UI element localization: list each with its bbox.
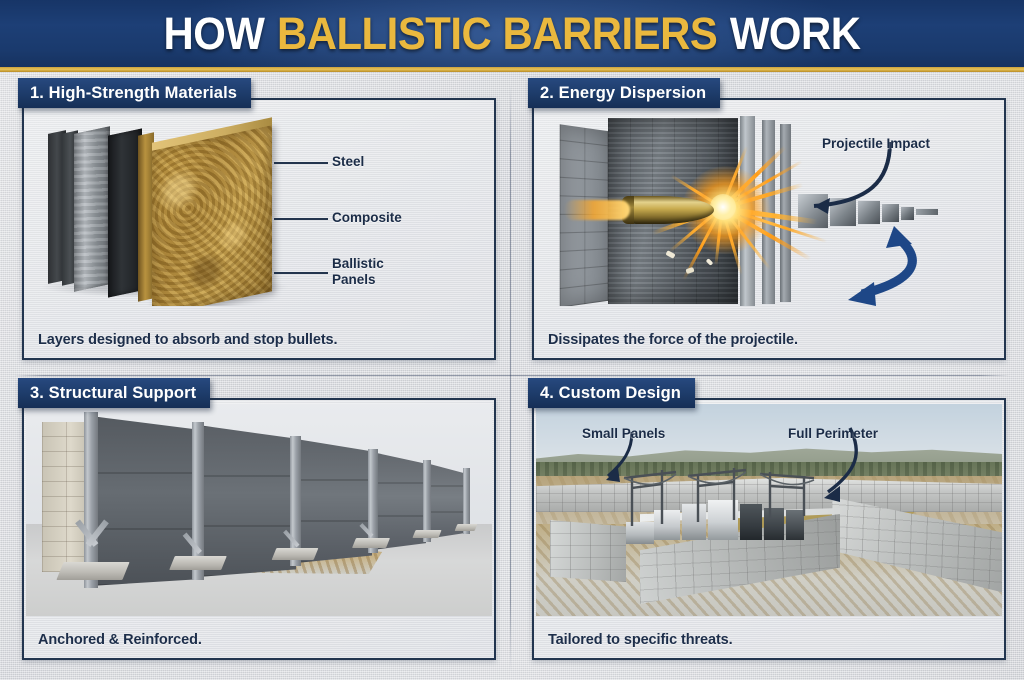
bullet-tip-flame — [564, 200, 630, 220]
header-glow — [162, 0, 862, 72]
impact-core-hot — [710, 194, 736, 220]
panel-1-tab-label: 1. High-Strength Materials — [18, 78, 252, 108]
leader-composite — [274, 218, 328, 220]
page-title: HOW BALLISTIC BARRIERS WORK — [36, 0, 988, 68]
panel-high-strength-materials[interactable]: 1. High-Strength Materials — [18, 78, 496, 360]
horizontal-divider — [14, 375, 1010, 376]
panel-2-tab-label: 2. Energy Dispersion — [528, 78, 721, 108]
footing-5 — [412, 530, 442, 538]
substation-cabinet-1 — [654, 510, 680, 540]
substation-cabinet-6 — [786, 510, 804, 540]
panel-grid: 1. High-Strength Materials — [0, 76, 1024, 680]
energy-block-5 — [901, 207, 914, 220]
energy-block-3 — [858, 201, 880, 224]
slab-steel — [74, 126, 110, 292]
support-post-5 — [423, 460, 431, 542]
callout-steel: Steel — [332, 154, 365, 169]
leader-ballistic-panels — [274, 272, 328, 274]
energy-block-6 — [916, 209, 938, 215]
callout-composite: Composite — [332, 210, 402, 225]
support-post-2 — [192, 422, 204, 580]
panel-2-illustration — [536, 110, 1002, 306]
substation-transformer — [626, 522, 654, 544]
bullet-body — [622, 196, 714, 224]
footing-4 — [351, 538, 391, 548]
projectile-impact-arrow — [813, 141, 892, 214]
panel-structural-support[interactable]: 3. Structural Support — [18, 378, 496, 660]
panel-4-illustration — [536, 404, 1002, 616]
slab-black-polymer — [108, 128, 142, 298]
footing-2 — [169, 556, 227, 570]
title-word-how: HOW — [163, 8, 265, 59]
panel-3-caption: Anchored & Reinforced. — [38, 632, 202, 648]
footing-6 — [454, 524, 478, 531]
panel-2-caption: Dissipates the force of the projectile. — [548, 332, 798, 348]
vertical-divider — [510, 84, 511, 672]
panel-1-illustration — [26, 110, 492, 306]
poster-header: HOW BALLISTIC BARRIERS WORK — [0, 0, 1024, 72]
small-panel-section — [550, 519, 626, 582]
panel-4-tab-label: 4. Custom Design — [528, 378, 695, 408]
panel-energy-dispersion[interactable]: 2. Energy Dispersion — [528, 78, 1006, 360]
callout-ballistic-panels: Ballistic Panels — [332, 256, 384, 287]
stud-3 — [780, 124, 791, 302]
energy-dispersion-arrow — [848, 226, 917, 306]
callout-full-perimeter: Full Perimeter — [788, 426, 879, 441]
full-perimeter-arrow — [824, 427, 858, 502]
support-post-4 — [368, 449, 378, 553]
panel-1-caption: Layers designed to absorb and stop bulle… — [38, 332, 338, 348]
substation-gantry — [623, 468, 815, 526]
energy-block-4 — [882, 204, 899, 222]
callout-small-panels: Small Panels — [582, 426, 666, 441]
title-word-ballistic-barriers: BALLISTIC BARRIERS — [276, 8, 718, 59]
support-post-6 — [463, 468, 470, 534]
panel-3-illustration — [26, 404, 492, 616]
footing-3 — [271, 548, 319, 560]
panel-3-tab-label: 3. Structural Support — [18, 378, 211, 408]
panel-custom-design[interactable]: 4. Custom Design — [528, 378, 1006, 660]
callout-projectile-impact: Projectile Impact — [822, 136, 931, 151]
title-word-work: WORK — [729, 8, 861, 59]
substation-cabinet-4 — [740, 504, 762, 540]
small-panels-leader — [606, 431, 634, 482]
slab-composite-face — [152, 123, 272, 306]
footing-1 — [56, 562, 130, 580]
leader-steel — [274, 162, 328, 164]
substation-cabinet-2 — [682, 504, 706, 540]
support-post-3 — [290, 436, 301, 566]
panel-4-caption: Tailored to specific threats. — [548, 632, 733, 648]
